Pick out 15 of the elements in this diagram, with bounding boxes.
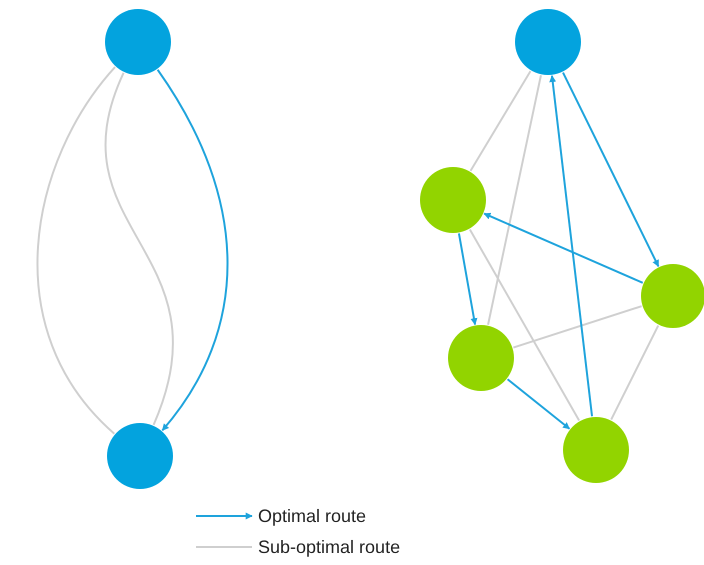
connector-line	[513, 305, 642, 348]
legend-label: Sub-optimal route	[258, 536, 400, 558]
arrow	[484, 212, 644, 284]
connector-line	[469, 229, 580, 421]
legend-label: Optimal route	[258, 505, 366, 527]
connector-line	[470, 70, 532, 172]
connector-line	[37, 66, 116, 434]
arrow	[458, 233, 478, 326]
connector-line	[610, 325, 660, 420]
arrow	[506, 378, 570, 430]
connector-line	[104, 72, 174, 426]
arrow	[562, 72, 660, 268]
connector-line	[487, 75, 542, 325]
arrow	[549, 75, 594, 416]
arrow	[156, 69, 228, 431]
